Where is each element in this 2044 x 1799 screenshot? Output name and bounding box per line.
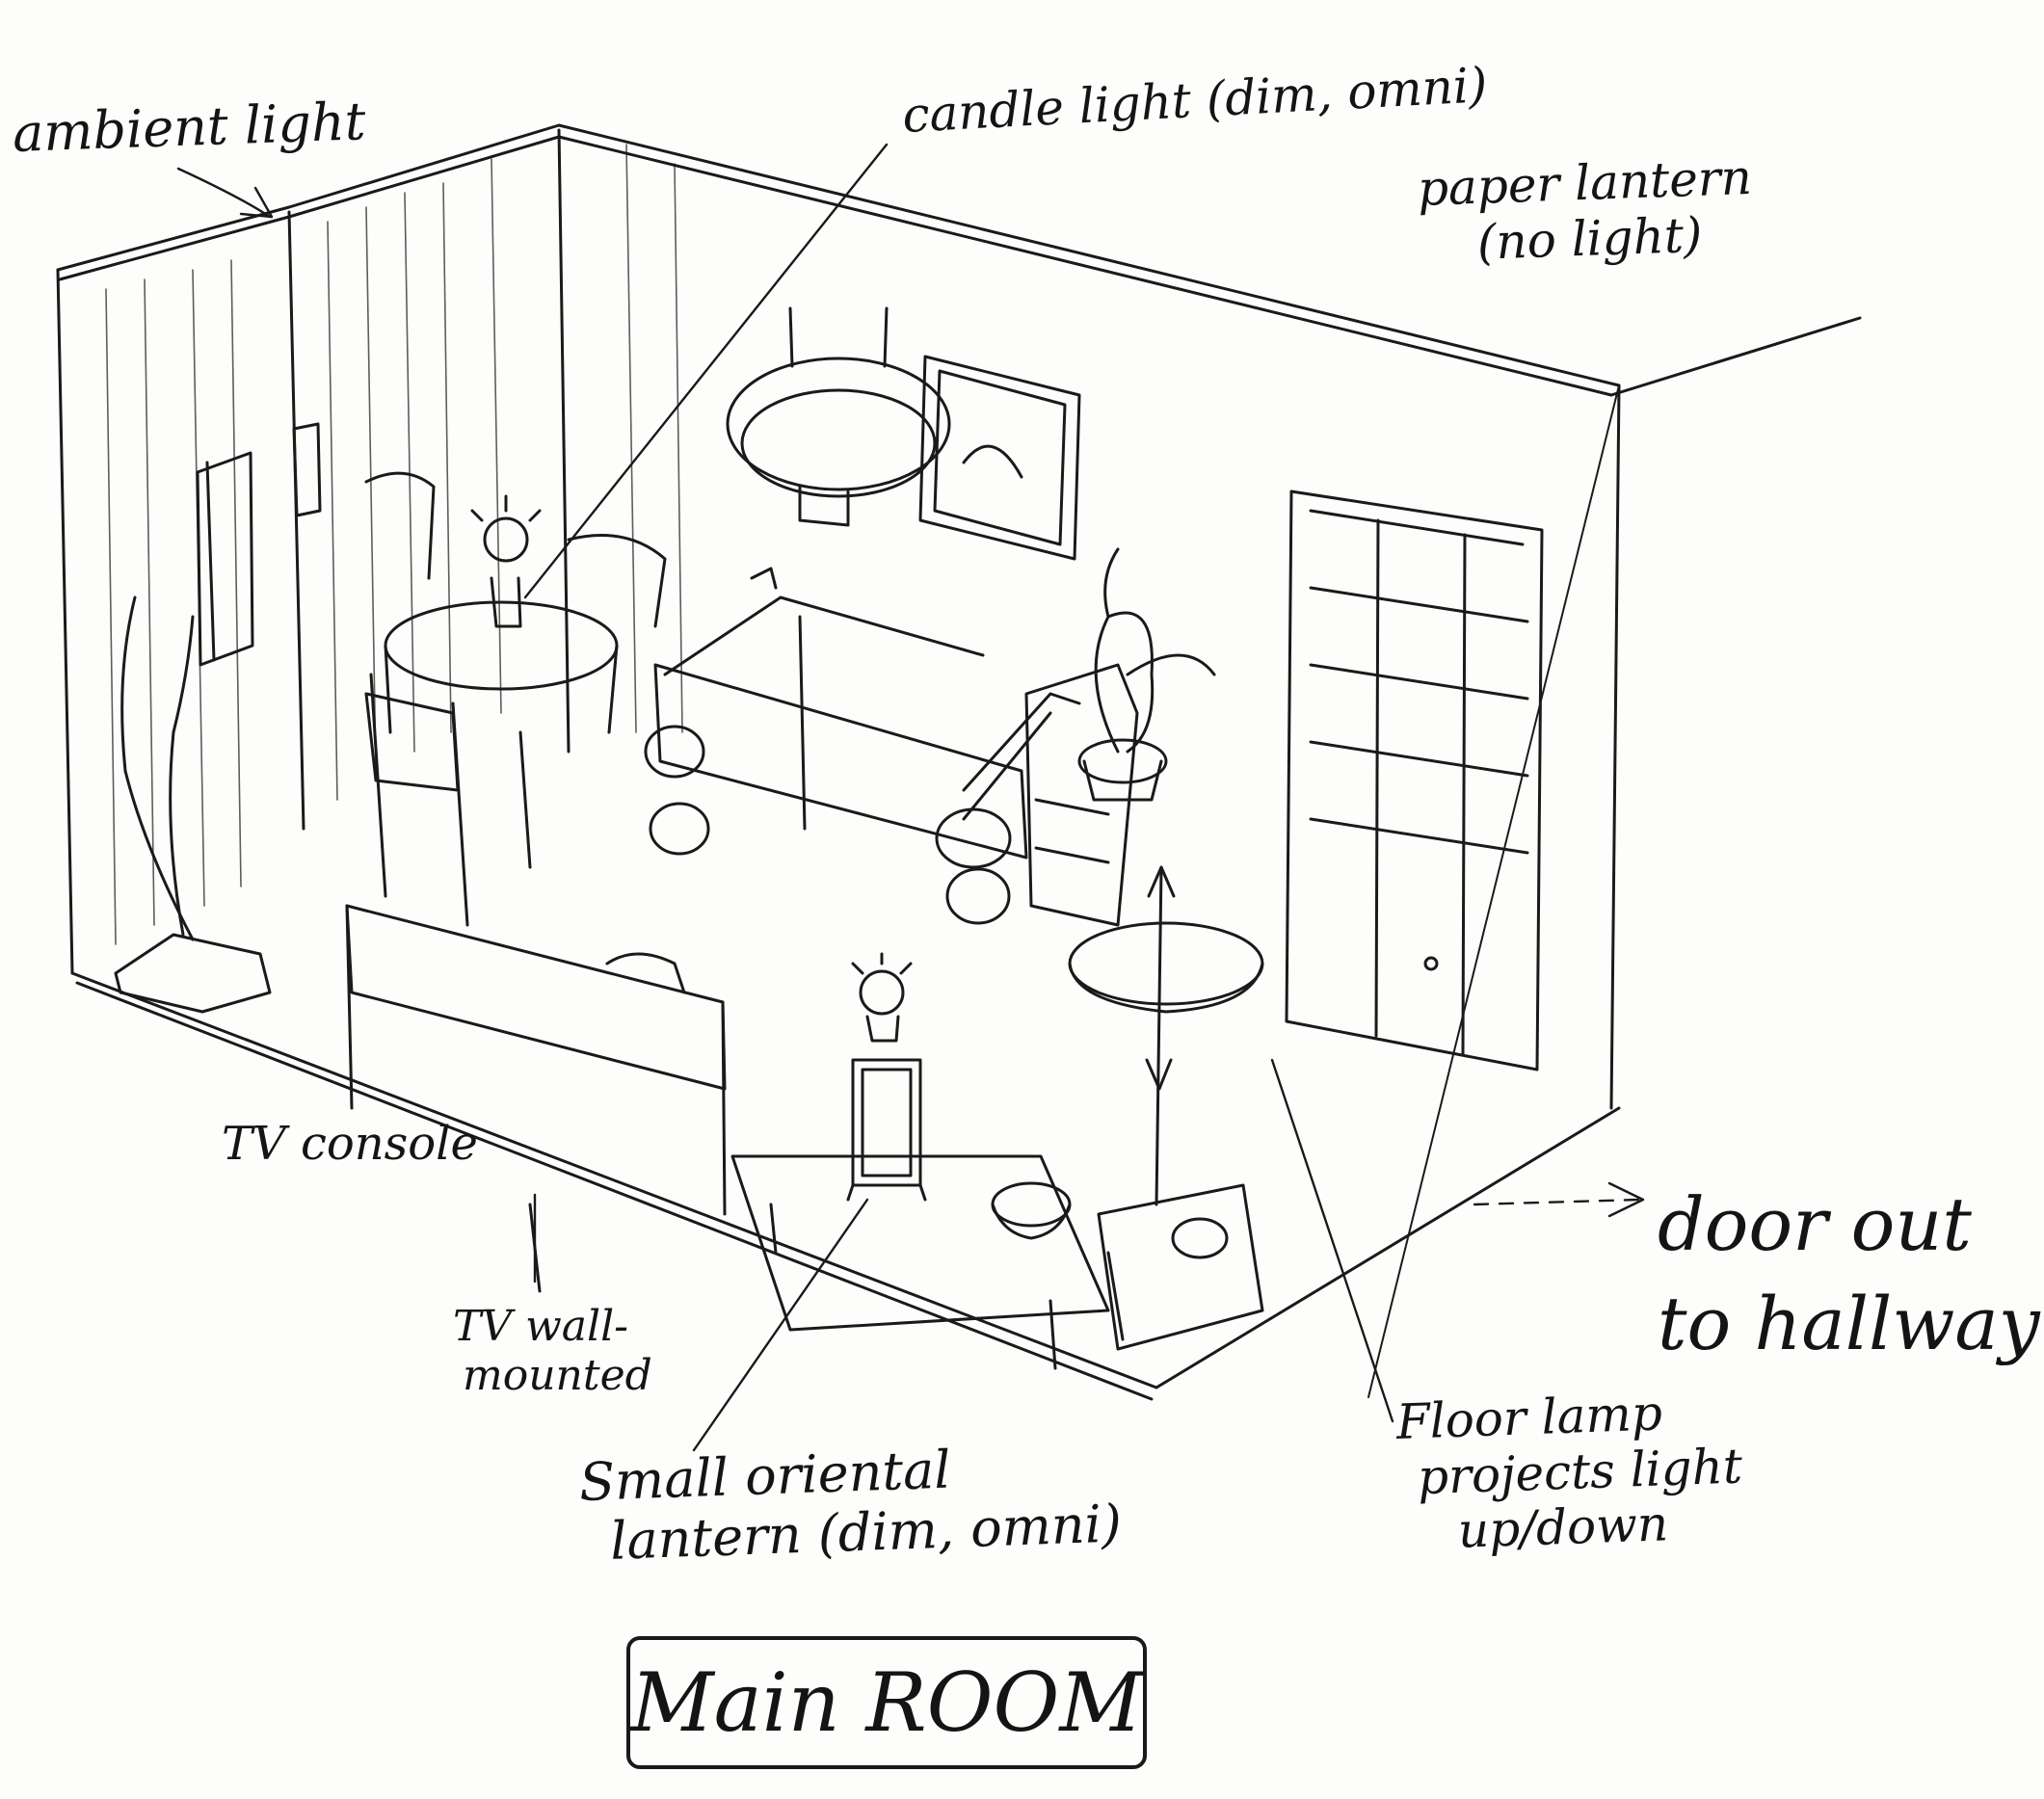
painting (920, 357, 1079, 559)
leader-lines (178, 145, 1643, 1450)
sofa (646, 569, 1026, 923)
label-tv-wall-line2: mounted (453, 1352, 652, 1401)
label-tv-wall-line1: TV wall- (453, 1303, 652, 1352)
wall-picture (198, 424, 320, 665)
label-ambient-light: ambient light (12, 92, 366, 164)
label-paper-lantern: paper lantern (no light) (1417, 150, 1755, 273)
floor-plant (116, 597, 270, 1012)
label-paper-lantern-line2: (no light) (1419, 205, 1755, 273)
label-tv-console: TV console (222, 1118, 478, 1171)
wall-hatching (106, 145, 682, 944)
label-tv-wall-mounted: TV wall- mounted (453, 1303, 652, 1400)
round-table (1070, 923, 1262, 1012)
label-oriental-lantern: Small oriental lantern (dim, omni) (578, 1434, 1123, 1573)
label-floor-lamp: Floor lamp projects light up/down (1395, 1384, 1745, 1562)
side-table (964, 665, 1137, 925)
candle-sketch (472, 496, 540, 626)
potted-plant (1079, 549, 1214, 800)
paper-lantern-sketch (728, 308, 949, 525)
page-title: Main ROOM (631, 1655, 1143, 1750)
label-door-line1: door out (1658, 1176, 2040, 1275)
bookshelf (1287, 491, 1542, 1070)
floor-lamp-sketch (1099, 867, 1262, 1349)
label-paper-lantern-line1: paper lantern (1417, 150, 1753, 218)
room-walls (58, 125, 1860, 1399)
label-door-line2: to hallway (1658, 1275, 2040, 1374)
label-door-hallway: door out to hallway (1658, 1176, 2040, 1373)
oriental-lantern-sketch (848, 954, 925, 1200)
title-box: Main ROOM (626, 1636, 1147, 1769)
